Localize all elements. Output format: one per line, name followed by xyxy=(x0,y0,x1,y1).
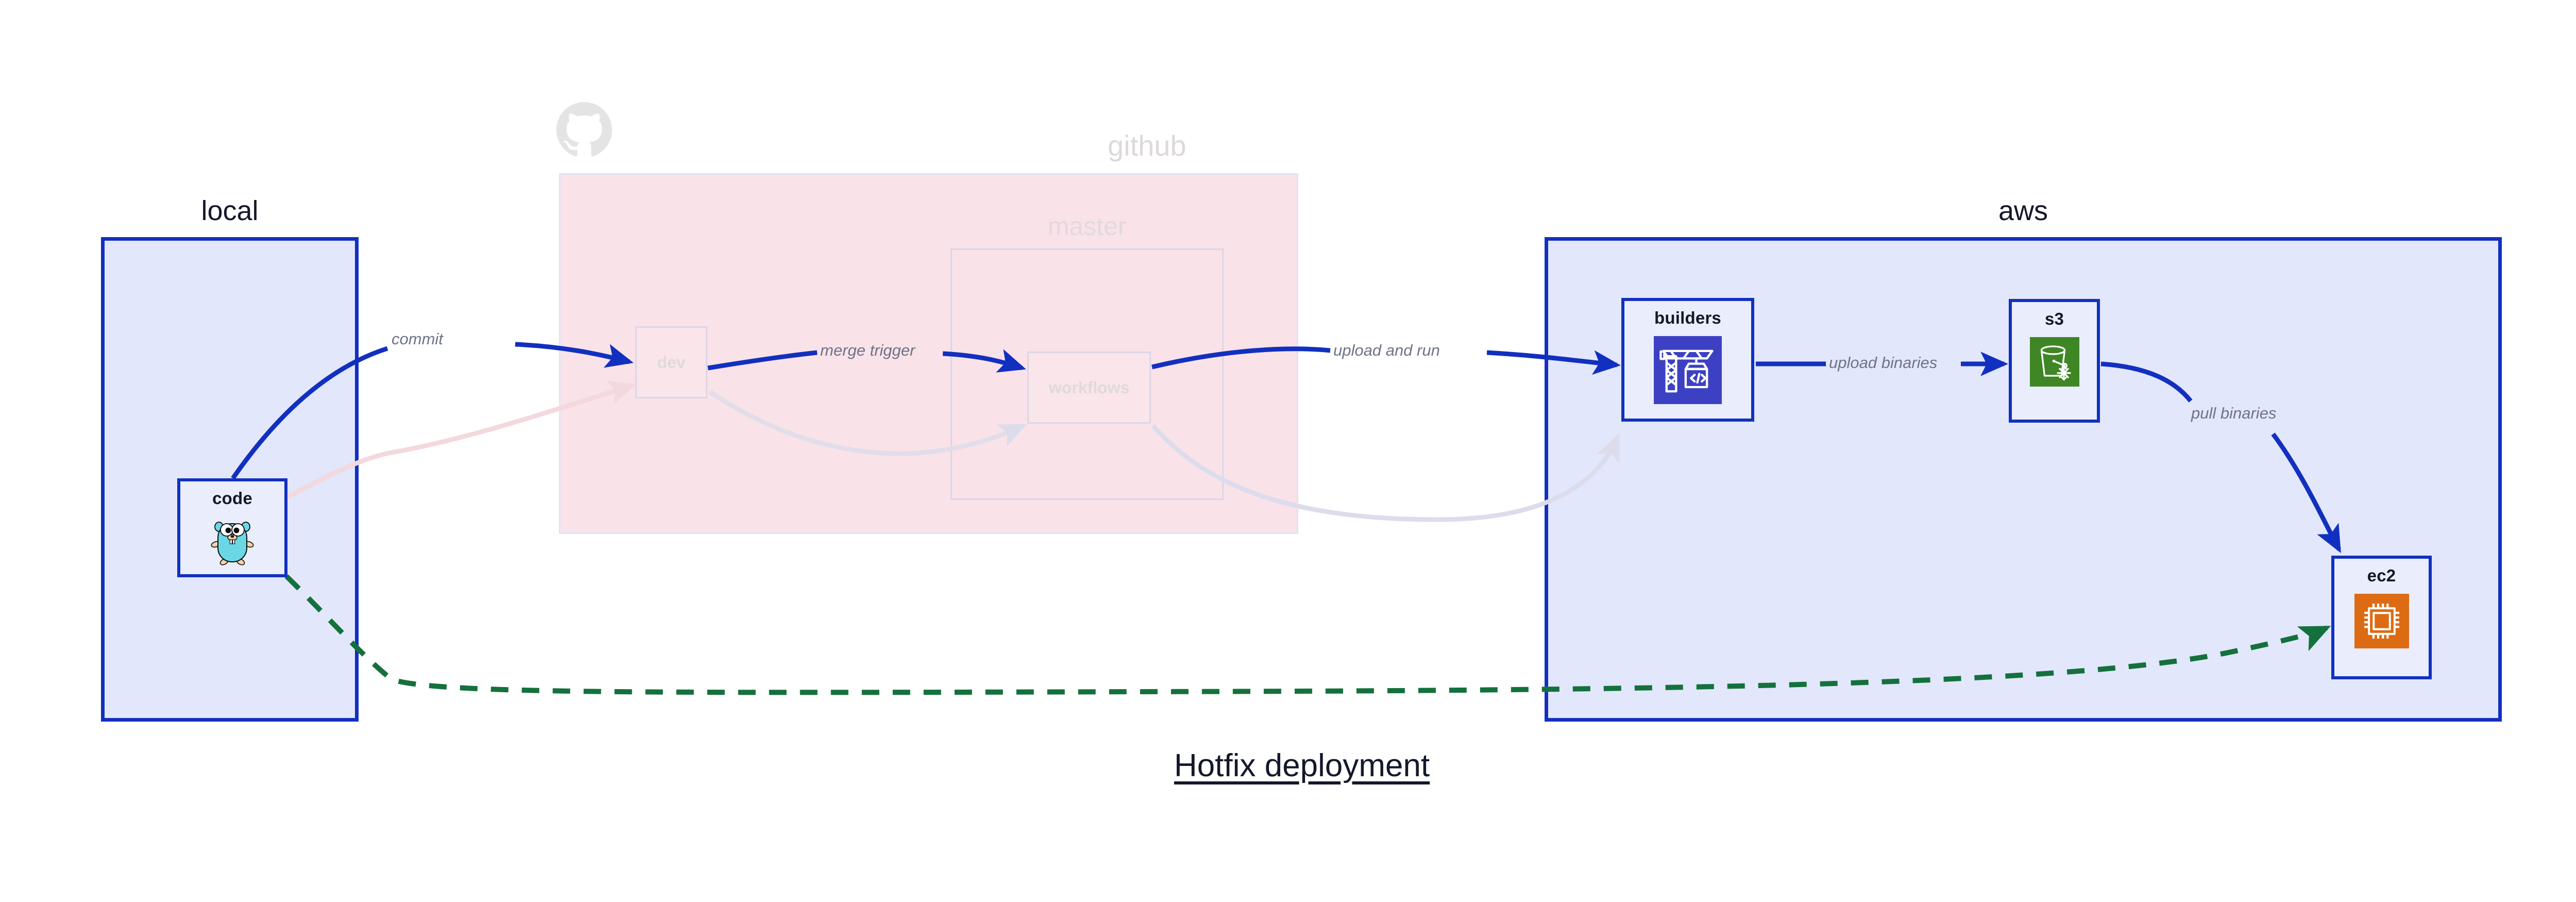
aws-ec2-icon xyxy=(2354,594,2409,648)
edge-label-merge-trigger: merge trigger xyxy=(820,341,916,359)
node-workflows[interactable]: workflows xyxy=(1027,352,1151,424)
node-s3[interactable]: s3 xyxy=(2009,299,2100,423)
node-builders-label: builders xyxy=(1654,308,1721,327)
edge-label-pull-binaries: pull binaries xyxy=(2191,404,2277,422)
node-builders[interactable]: builders xyxy=(1621,298,1754,422)
github-octocat-logo xyxy=(556,102,612,158)
node-code-label: code xyxy=(212,489,252,508)
cluster-label-github: github xyxy=(1108,129,1187,162)
cluster-label-aws: aws xyxy=(1998,195,2048,226)
node-s3-label: s3 xyxy=(2044,309,2064,328)
go-gopher-icon xyxy=(211,516,254,566)
node-ec2-label: ec2 xyxy=(2367,566,2396,585)
cluster-label-master: master xyxy=(1047,212,1127,241)
edge-label-upload-binaries: upload binaries xyxy=(1829,354,1938,372)
cluster-master xyxy=(951,248,1224,500)
aws-codebuild-icon xyxy=(1654,336,1722,404)
node-code[interactable]: code xyxy=(177,478,287,577)
node-dev-label: dev xyxy=(657,353,686,372)
edge-label-commit: commit xyxy=(392,330,443,348)
edge-label-upload-and-run: upload and run xyxy=(1333,341,1440,359)
diagram-title: Hotfix deployment xyxy=(1174,748,1430,783)
node-ec2[interactable]: ec2 xyxy=(2331,556,2432,679)
node-workflows-label: workflows xyxy=(1048,378,1130,397)
cluster-label-local: local xyxy=(201,195,259,226)
aws-s3-glacier-icon xyxy=(2029,337,2079,387)
node-dev[interactable]: dev xyxy=(635,326,707,398)
